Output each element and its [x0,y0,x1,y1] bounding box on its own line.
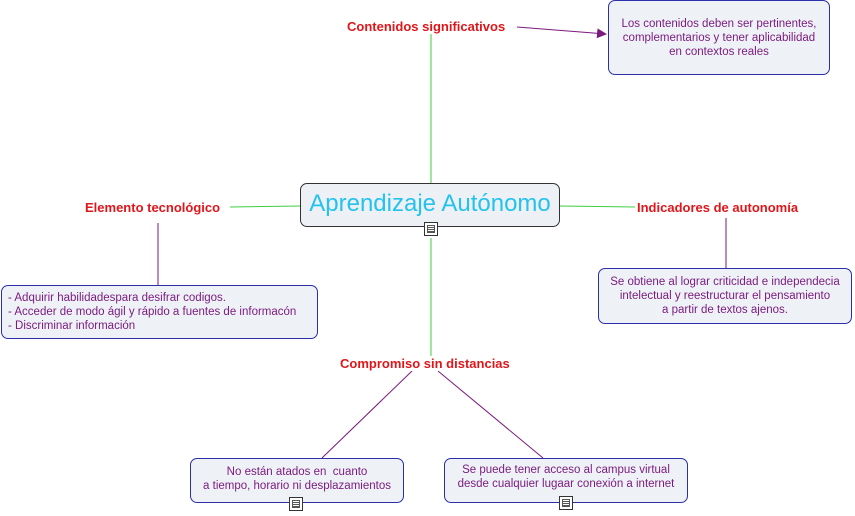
note-line: complementarios y tener aplicabilidad [622,32,816,44]
note-icon-glyph [427,225,435,233]
note-line: en contextos reales [669,46,769,58]
note-line: - Adquirir habilidadespara desifrar codi… [8,292,226,304]
note-icon[interactable] [289,497,303,511]
note-line: a partir de textos ajenos. [662,304,788,316]
label-contenidos-significativos[interactable]: Contenidos significativos [345,19,508,34]
note-icon[interactable] [424,222,438,236]
label-indicadores-de-autonomia[interactable]: Indicadores de autonomía [635,200,801,215]
link-contenidos-note [516,26,607,39]
note-line: a tiempo, horario ni desplazamientos [203,480,391,492]
note-line: No están atados en cuanto [226,466,368,478]
note-compromiso-tiempo[interactable]: No están atados en cuanto a tiempo, hora… [190,458,404,503]
central-topic[interactable]: Aprendizaje Autónomo [300,183,560,227]
link-central-tecnologico [229,205,301,208]
note-line: - Acceder de modo ágil y rápido a fuente… [8,306,297,318]
link-compromiso-left-note [321,370,413,459]
note-line: - Discriminar información [8,320,136,332]
note-icon-glyph [292,500,300,508]
note-line: intelectual y reestructurar el pensamien… [619,290,831,302]
link-central-indicadores [559,205,638,208]
note-line: desde cualquier lugaar conexión a intern… [457,478,675,490]
note-line: Se obtiene al lograr criticidad e indepe… [610,276,840,288]
note-contenidos[interactable]: Los contenidos deben ser pertinentes, co… [608,0,830,75]
note-icon[interactable] [559,496,573,510]
label-elemento-tecnologico[interactable]: Elemento tecnológico [83,200,223,215]
note-tecnologico[interactable]: - Adquirir habilidadespara desifrar codi… [1,285,318,339]
note-line: Los contenidos deben ser pertinentes, [621,18,817,30]
link-compromiso-right-note [437,370,544,459]
note-line: Se puede tener acceso al campus virtual [462,464,670,476]
note-indicadores[interactable]: Se obtiene al lograr criticidad e indepe… [598,268,852,324]
label-compromiso-sin-distancias[interactable]: Compromiso sin distancias [338,356,512,371]
note-icon-glyph [562,499,570,507]
